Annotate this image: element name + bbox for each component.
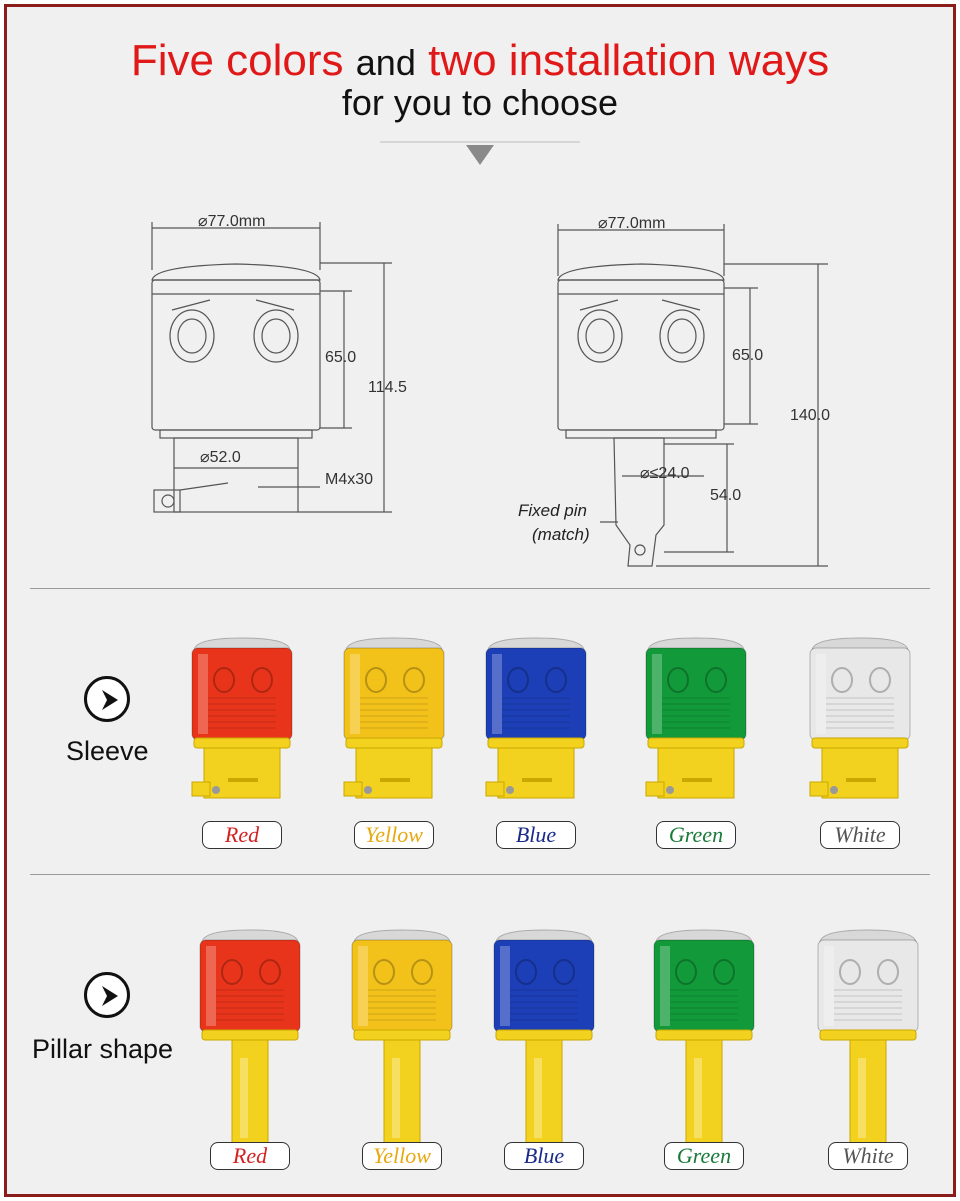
- color-tag-blue: Blue: [504, 1142, 584, 1170]
- lamp-green-pillar: [653, 929, 755, 1149]
- color-tag-green: Green: [656, 821, 736, 849]
- lamp-yellow-sleeve: [343, 637, 445, 799]
- page-frame: [4, 4, 956, 1197]
- dim-right-length: 54.0: [710, 487, 741, 504]
- drawing-sleeve: [151, 222, 392, 513]
- lamp-blue-pillar: [493, 929, 595, 1149]
- color-tag-red: Red: [210, 1142, 290, 1170]
- color-tag-yellow: Yellow: [354, 821, 434, 849]
- divider-middle: [30, 874, 930, 875]
- lamp-red-pillar: [199, 929, 301, 1149]
- color-tag-white: White: [828, 1142, 908, 1170]
- chevron-right-icon: [84, 972, 130, 1018]
- color-tag-yellow: Yellow: [362, 1142, 442, 1170]
- lamp-blue-sleeve: [485, 637, 587, 799]
- main-title: Five colors and two installation ways: [130, 36, 830, 85]
- lamp-red-sleeve: [191, 637, 293, 799]
- color-tag-green: Green: [664, 1142, 744, 1170]
- color-tag-red: Red: [202, 821, 282, 849]
- down-arrow-icon: [466, 145, 494, 165]
- color-tag-white: White: [820, 821, 900, 849]
- dim-left-body: 65.0: [325, 349, 356, 366]
- lamp-white-sleeve: [809, 637, 911, 799]
- row-label-sleeve: Sleeve: [66, 736, 149, 766]
- lamp-white-pillar: [817, 929, 919, 1149]
- dim-left-total: 114.5: [368, 379, 407, 396]
- drawing-pillar: [557, 224, 828, 567]
- subtitle: for you to choose: [341, 82, 619, 123]
- divider-top: [30, 588, 930, 589]
- dim-left-screw: M4x30: [325, 471, 373, 488]
- lamp-green-sleeve: [645, 637, 747, 799]
- chevron-right-icon: [84, 676, 130, 722]
- row-label-pillar: Pillar shape: [32, 1034, 174, 1064]
- pin-label-1: Fixed pin: [518, 501, 587, 520]
- pin-label-2: (match): [532, 525, 590, 544]
- dim-left-top: ⌀77.0mm: [198, 213, 265, 230]
- dim-right-body: 65.0: [732, 347, 763, 364]
- dim-right-top: ⌀77.0mm: [598, 215, 665, 232]
- dim-right-total: 140.0: [790, 407, 830, 424]
- color-tag-blue: Blue: [496, 821, 576, 849]
- dim-right-pin: ⌀≤24.0: [640, 465, 690, 482]
- dim-left-base: ⌀52.0: [200, 449, 241, 466]
- lamp-yellow-pillar: [351, 929, 453, 1149]
- dimension-drawings: ⌀77.0mm 65.0 114.5 ⌀52.0 M4x30 ⌀77.0mm 6…: [151, 141, 830, 567]
